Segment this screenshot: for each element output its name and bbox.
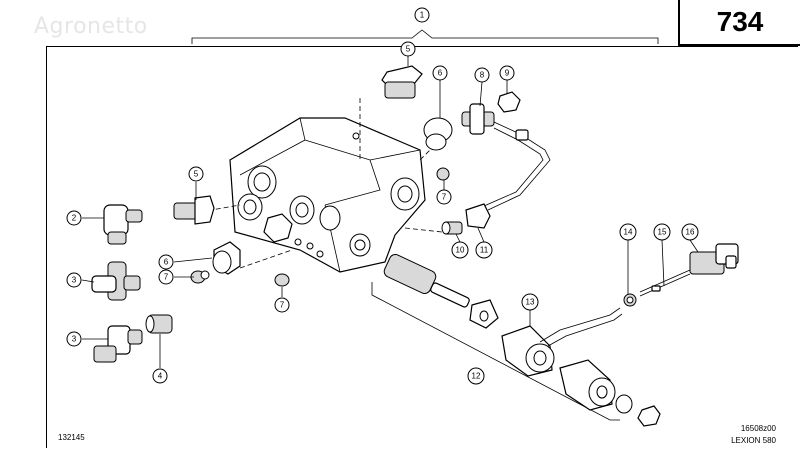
leader-lines — [81, 56, 699, 368]
callout-10: 10 — [451, 241, 469, 259]
part-fitting-5-left — [173, 195, 215, 225]
part-fitting-11 — [465, 203, 491, 229]
callout-8: 8 — [474, 67, 490, 83]
callout-12: 12 — [467, 367, 485, 385]
callout-16: 16 — [681, 223, 699, 241]
svg-text:9: 9 — [505, 69, 510, 78]
watermark: Agronetto — [34, 14, 148, 39]
svg-text:13: 13 — [526, 298, 535, 307]
svg-text:12: 12 — [472, 372, 481, 381]
callout-14: 14 — [619, 223, 637, 241]
callout-5-a: 5 — [400, 41, 416, 57]
part-plug-6-top — [423, 117, 453, 151]
callout-11: 11 — [475, 241, 493, 259]
pipe-line — [483, 121, 551, 211]
svg-text:11: 11 — [480, 246, 489, 255]
callout-3-b: 3 — [66, 331, 82, 347]
part-fitting-10 — [441, 221, 463, 235]
callout-7-b: 7 — [158, 269, 174, 285]
svg-text:8: 8 — [480, 71, 485, 80]
part-grommet-14 — [623, 293, 637, 307]
part-fitting-5-top — [381, 65, 423, 99]
assembly-lines — [199, 98, 620, 421]
part-tee-8 — [461, 103, 495, 135]
svg-text:7: 7 — [280, 301, 285, 310]
assembly-bracket — [191, 29, 659, 44]
svg-text:2: 2 — [72, 214, 77, 223]
part-cartridge — [383, 254, 499, 329]
callout-4: 4 — [152, 368, 168, 384]
callout-15: 15 — [653, 223, 671, 241]
svg-text:7: 7 — [442, 193, 447, 202]
part-wire-15 — [639, 269, 691, 297]
callout-9: 9 — [499, 65, 515, 81]
svg-text:15: 15 — [658, 228, 667, 237]
part-coil-13 — [501, 307, 623, 377]
svg-text:6: 6 — [164, 258, 169, 267]
svg-text:1: 1 — [420, 11, 425, 20]
callout-6-b: 6 — [158, 254, 174, 270]
callout-13: 13 — [521, 293, 539, 311]
callout-7-a: 7 — [436, 189, 452, 205]
svg-text:4: 4 — [158, 372, 163, 381]
svg-text:16: 16 — [686, 228, 695, 237]
part-plug-7-a — [436, 167, 450, 181]
callout-2: 2 — [66, 210, 82, 226]
svg-text:7: 7 — [164, 273, 169, 282]
callout-1: 1 — [414, 7, 430, 23]
figure-reference: 132145 — [58, 433, 85, 442]
valve-block — [229, 117, 426, 273]
svg-text:14: 14 — [624, 228, 633, 237]
drawing-code: 16508z00 — [740, 424, 776, 433]
part-nut-9 — [497, 91, 521, 113]
callout-5-b: 5 — [188, 166, 204, 182]
part-adapter-4 — [145, 314, 173, 334]
svg-text:10: 10 — [456, 246, 465, 255]
part-solenoid — [559, 359, 661, 427]
callout-3-a: 3 — [66, 272, 82, 288]
part-tee-3-b — [93, 325, 143, 363]
part-banjo-2 — [103, 204, 143, 245]
svg-text:6: 6 — [438, 69, 443, 78]
callout-7-c: 7 — [274, 297, 290, 313]
svg-text:5: 5 — [194, 170, 199, 179]
part-plug-7-c — [274, 273, 290, 287]
svg-text:3: 3 — [72, 335, 77, 344]
part-plug-6-left — [212, 241, 241, 275]
model-name: LEXION 580 — [731, 436, 776, 445]
part-tee-3-a — [91, 261, 141, 301]
callout-6-a: 6 — [432, 65, 448, 81]
page-number: 734 — [678, 0, 800, 46]
svg-text:5: 5 — [406, 45, 411, 54]
part-connector-16 — [689, 243, 739, 275]
svg-text:3: 3 — [72, 276, 77, 285]
